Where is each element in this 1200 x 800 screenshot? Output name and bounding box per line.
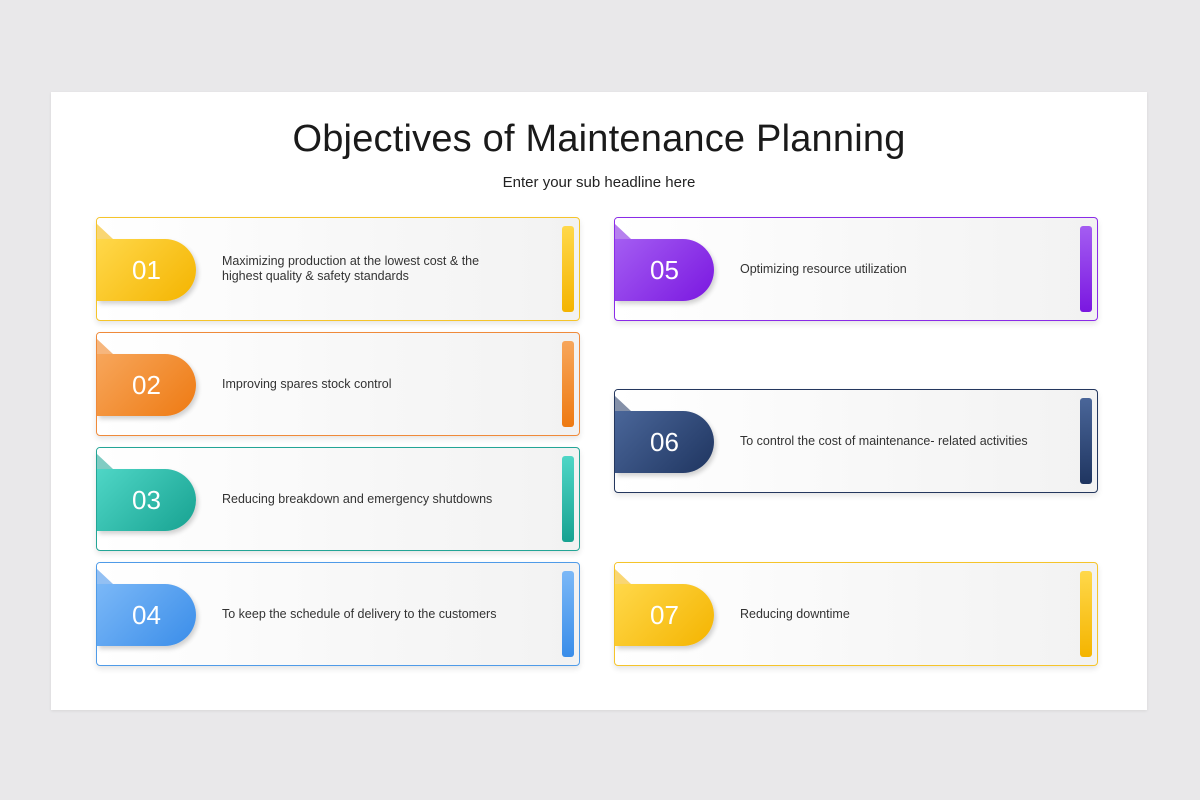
- objective-number: 03: [132, 485, 161, 515]
- objective-number: 06: [650, 427, 679, 457]
- objective-text: Optimizing resource utilization: [740, 261, 907, 276]
- number-tab: [615, 239, 714, 301]
- tab-fold: [97, 224, 113, 239]
- number-tab: [615, 411, 714, 473]
- objective-text: Reducing downtime: [740, 606, 850, 621]
- accent-bar: [1080, 226, 1092, 312]
- objective-number: 01: [132, 255, 161, 285]
- tab-fold: [97, 454, 113, 469]
- number-tab: [97, 584, 196, 646]
- objective-card-04: 04 To keep the schedule of delivery to t…: [96, 562, 580, 666]
- number-tab: [97, 239, 196, 301]
- objective-card-05: 05 Optimizing resource utilization: [614, 217, 1098, 321]
- tab-fold: [615, 396, 631, 411]
- number-tab: [97, 469, 196, 531]
- accent-bar: [562, 571, 574, 657]
- objective-text: Improving spares stock control: [222, 376, 392, 391]
- objective-card-07: 07 Reducing downtime: [614, 562, 1098, 666]
- objective-text: Reducing breakdown and emergency shutdow…: [222, 491, 493, 506]
- tab-fold: [97, 339, 113, 354]
- accent-bar: [562, 226, 574, 312]
- accent-bar: [1080, 398, 1092, 484]
- accent-bar: [562, 341, 574, 427]
- page-title: Objectives of Maintenance Planning: [292, 118, 906, 160]
- objective-number: 04: [132, 600, 161, 630]
- objective-text: Maximizing production at the lowest cost…: [222, 254, 480, 283]
- objective-number: 05: [650, 255, 679, 285]
- objective-card-06: 06 To control the cost of maintenance- r…: [614, 389, 1098, 493]
- page-subtitle: Enter your sub headline here: [502, 174, 696, 191]
- tab-fold: [615, 224, 631, 239]
- number-tab: [97, 354, 196, 416]
- tab-fold: [97, 569, 113, 584]
- objective-card-02: 02 Improving spares stock control: [96, 332, 580, 436]
- objective-number: 02: [132, 370, 161, 400]
- objective-text: To keep the schedule of delivery to the …: [222, 606, 497, 621]
- objective-card-01: 01 Maximizing production at the lowest c…: [96, 217, 580, 321]
- tab-fold: [615, 569, 631, 584]
- accent-bar: [1080, 571, 1092, 657]
- slide: Objectives of Maintenance Planning Enter…: [51, 92, 1147, 710]
- objective-card-03: 03 Reducing breakdown and emergency shut…: [96, 447, 580, 551]
- objective-text: To control the cost of maintenance- rela…: [740, 433, 1028, 448]
- objective-number: 07: [650, 600, 679, 630]
- number-tab: [615, 584, 714, 646]
- accent-bar: [562, 456, 574, 542]
